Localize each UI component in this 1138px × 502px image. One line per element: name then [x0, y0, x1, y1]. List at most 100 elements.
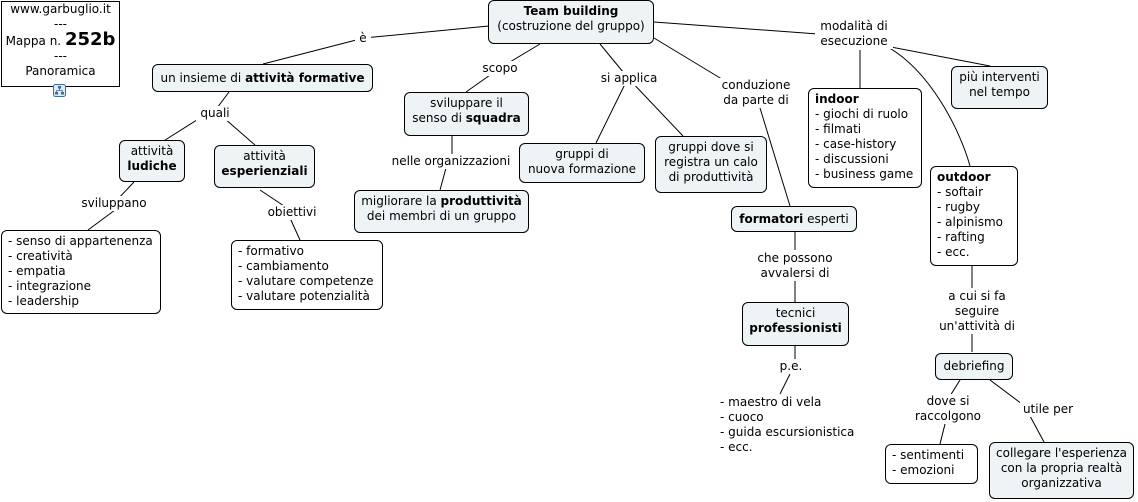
- list-item: - formativo: [238, 244, 304, 258]
- node-formativo[interactable]: - formativo - cambiamento - valutare com…: [231, 240, 383, 310]
- node-migliorare-produttivita[interactable]: migliorare la produttività dei membri di…: [354, 190, 529, 233]
- list-item: - rugby: [937, 200, 981, 214]
- node-collegare-esperienza[interactable]: collegare l'esperienza con la propria re…: [989, 442, 1134, 499]
- node-formatori-bold: formatori: [739, 212, 804, 226]
- root-subtitle: (costruzione del gruppo): [497, 19, 645, 33]
- list-item: - cuoco: [720, 410, 764, 424]
- node-gruppi-calo-produttivita[interactable]: gruppi dove si registra un calo di produ…: [655, 136, 767, 193]
- link-label-che-possono: che possono avvalersi di: [752, 251, 838, 281]
- link-label-dove-si-line1: dove si: [926, 394, 970, 408]
- link-label-dove-si: dove si raccolgono: [912, 394, 984, 424]
- list-item: - sentimenti: [892, 448, 965, 462]
- node-piu-interventi-line1: più interventi: [959, 70, 1040, 84]
- node-debriefing[interactable]: debriefing: [935, 353, 1013, 380]
- list-item: - empatia: [8, 264, 66, 278]
- list-item: - integrazione: [8, 279, 92, 293]
- node-migliorare-line2: dei membri di un gruppo: [366, 209, 517, 223]
- node-gruppi-nuova-line1: gruppi di: [555, 147, 609, 161]
- link-label-si-applica: si applica: [599, 71, 659, 86]
- list-item: - softair: [937, 185, 984, 199]
- node-gruppi-nuova-formazione[interactable]: gruppi di nuova formazione: [519, 143, 645, 183]
- node-tecnici-line2: professionisti: [749, 321, 842, 335]
- node-sviluppare-line1: sviluppare il: [430, 96, 503, 110]
- node-insieme-bold: attività formative: [245, 71, 365, 85]
- node-gruppi-calo-line2: registra un calo: [664, 155, 758, 169]
- list-item: - ecc.: [937, 245, 970, 259]
- node-gruppi-nuova-line2: nuova formazione: [527, 162, 637, 176]
- node-piu-interventi[interactable]: più interventi nel tempo: [951, 66, 1048, 109]
- link-label-dove-si-line2: raccolgono: [914, 409, 982, 423]
- list-item: - senso di appartenenza: [8, 234, 153, 248]
- link-label-obiettivi: obiettivi: [264, 205, 320, 220]
- link-label-a-cui-si-fa: a cui si fa seguire un'attività di: [930, 289, 1024, 334]
- link-label-sviluppano: sviluppano: [78, 196, 150, 211]
- link-label-a-cui-line2: seguire: [954, 304, 1000, 318]
- list-maestro-di-vela: - maestro di vela - cuoco - guida escurs…: [720, 395, 855, 455]
- node-piu-interventi-line2: nel tempo: [969, 85, 1030, 99]
- link-label-utile-per: utile per: [1020, 402, 1076, 417]
- list-item: - discussioni: [815, 152, 889, 166]
- map-info-box: www.garbuglio.it --- Mappa n. 252b --- P…: [1, 1, 120, 87]
- list-item: - cambiamento: [238, 259, 329, 273]
- root-title: Team building: [523, 4, 619, 18]
- root-node-team-building[interactable]: Team building (costruzione del gruppo): [488, 0, 654, 44]
- node-tecnici-line1: tecnici: [775, 306, 816, 320]
- node-outdoor-title: outdoor: [937, 170, 991, 184]
- link-label-quali: quali: [196, 106, 234, 121]
- list-item: - maestro di vela: [720, 395, 822, 409]
- node-indoor-title: indoor: [815, 92, 859, 106]
- list-item: - alpinismo: [937, 215, 1004, 229]
- node-ludiche-line2: ludiche: [127, 159, 177, 173]
- link-label-pe: p.e.: [776, 359, 806, 374]
- link-label-che-possono-line1: che possono: [757, 251, 833, 265]
- node-sviluppare-squadra[interactable]: sviluppare il senso di squadra: [404, 92, 529, 136]
- list-item: - ecc.: [720, 440, 753, 454]
- node-esperienziali-line2: esperienziali: [221, 164, 308, 178]
- map-number: Mappa n. 252b: [2, 29, 119, 50]
- node-debriefing-label: debriefing: [943, 359, 1005, 373]
- map-number-prefix: Mappa n.: [5, 34, 62, 48]
- list-item: - valutare competenze: [238, 274, 374, 288]
- node-collegare-line2: con la propria realtà: [1000, 461, 1123, 475]
- link-label-nelle-organizzazioni: nelle organizzazioni: [388, 154, 514, 169]
- node-outdoor[interactable]: outdoor - softair - rugby - alpinismo - …: [930, 166, 1018, 266]
- list-item: - case-history: [815, 137, 897, 151]
- node-formatori-esperti[interactable]: formatori esperti: [731, 206, 857, 232]
- list-item: - creatività: [8, 249, 73, 263]
- list-item: - emozioni: [892, 463, 955, 477]
- node-tecnici-professionisti[interactable]: tecnici professionisti: [742, 302, 849, 346]
- separator: ---: [54, 17, 67, 31]
- map-number-value: 252b: [64, 29, 116, 50]
- node-gruppi-calo-line3: di produttività: [668, 170, 754, 184]
- concept-map-icon[interactable]: [53, 84, 66, 97]
- node-gruppi-calo-line1: gruppi dove si: [668, 140, 754, 154]
- node-sviluppare-line2: senso di squadra: [412, 111, 521, 125]
- node-migliorare-line1: migliorare la produttività: [361, 194, 522, 208]
- list-item: - guida escursionistica: [720, 425, 855, 439]
- node-collegare-line1: collegare l'esperienza: [996, 446, 1128, 460]
- node-insieme-attivita-formative[interactable]: un insieme di attività formative: [152, 64, 373, 92]
- list-item: - filmati: [815, 122, 862, 136]
- list-item: - leadership: [8, 294, 79, 308]
- link-label-conduzione-line2: da parte di: [723, 93, 789, 107]
- panoramica-link[interactable]: Panoramica: [25, 64, 96, 78]
- node-ludiche-line1: attività: [130, 144, 174, 158]
- node-sentimenti[interactable]: - sentimenti - emozioni: [885, 444, 978, 484]
- link-label-modalita-line1: modalità di: [820, 19, 888, 33]
- link-label-modalita: modalità di esecuzione: [815, 19, 893, 49]
- node-attivita-ludiche[interactable]: attività ludiche: [119, 140, 185, 182]
- link-label-e: è: [355, 31, 371, 46]
- node-formatori-text: esperti: [803, 212, 849, 226]
- node-collegare-line3: organizzativa: [1021, 476, 1102, 490]
- node-attivita-esperienziali[interactable]: attività esperienziali: [214, 145, 315, 188]
- link-label-a-cui-line1: a cui si fa: [948, 289, 1006, 303]
- link-label-a-cui-line3: un'attività di: [939, 319, 1015, 333]
- list-item: - giochi di ruolo: [815, 107, 909, 121]
- link-label-conduzione: conduzione da parte di: [718, 78, 794, 108]
- link-label-scopo: scopo: [480, 61, 520, 76]
- separator: ---: [54, 49, 67, 63]
- site-url[interactable]: www.garbuglio.it: [10, 2, 111, 16]
- node-indoor[interactable]: indoor - giochi di ruolo - filmati - cas…: [808, 88, 922, 188]
- list-item: - business game: [815, 167, 914, 181]
- node-senso-appartenenza[interactable]: - senso di appartenenza - creatività - e…: [1, 230, 161, 314]
